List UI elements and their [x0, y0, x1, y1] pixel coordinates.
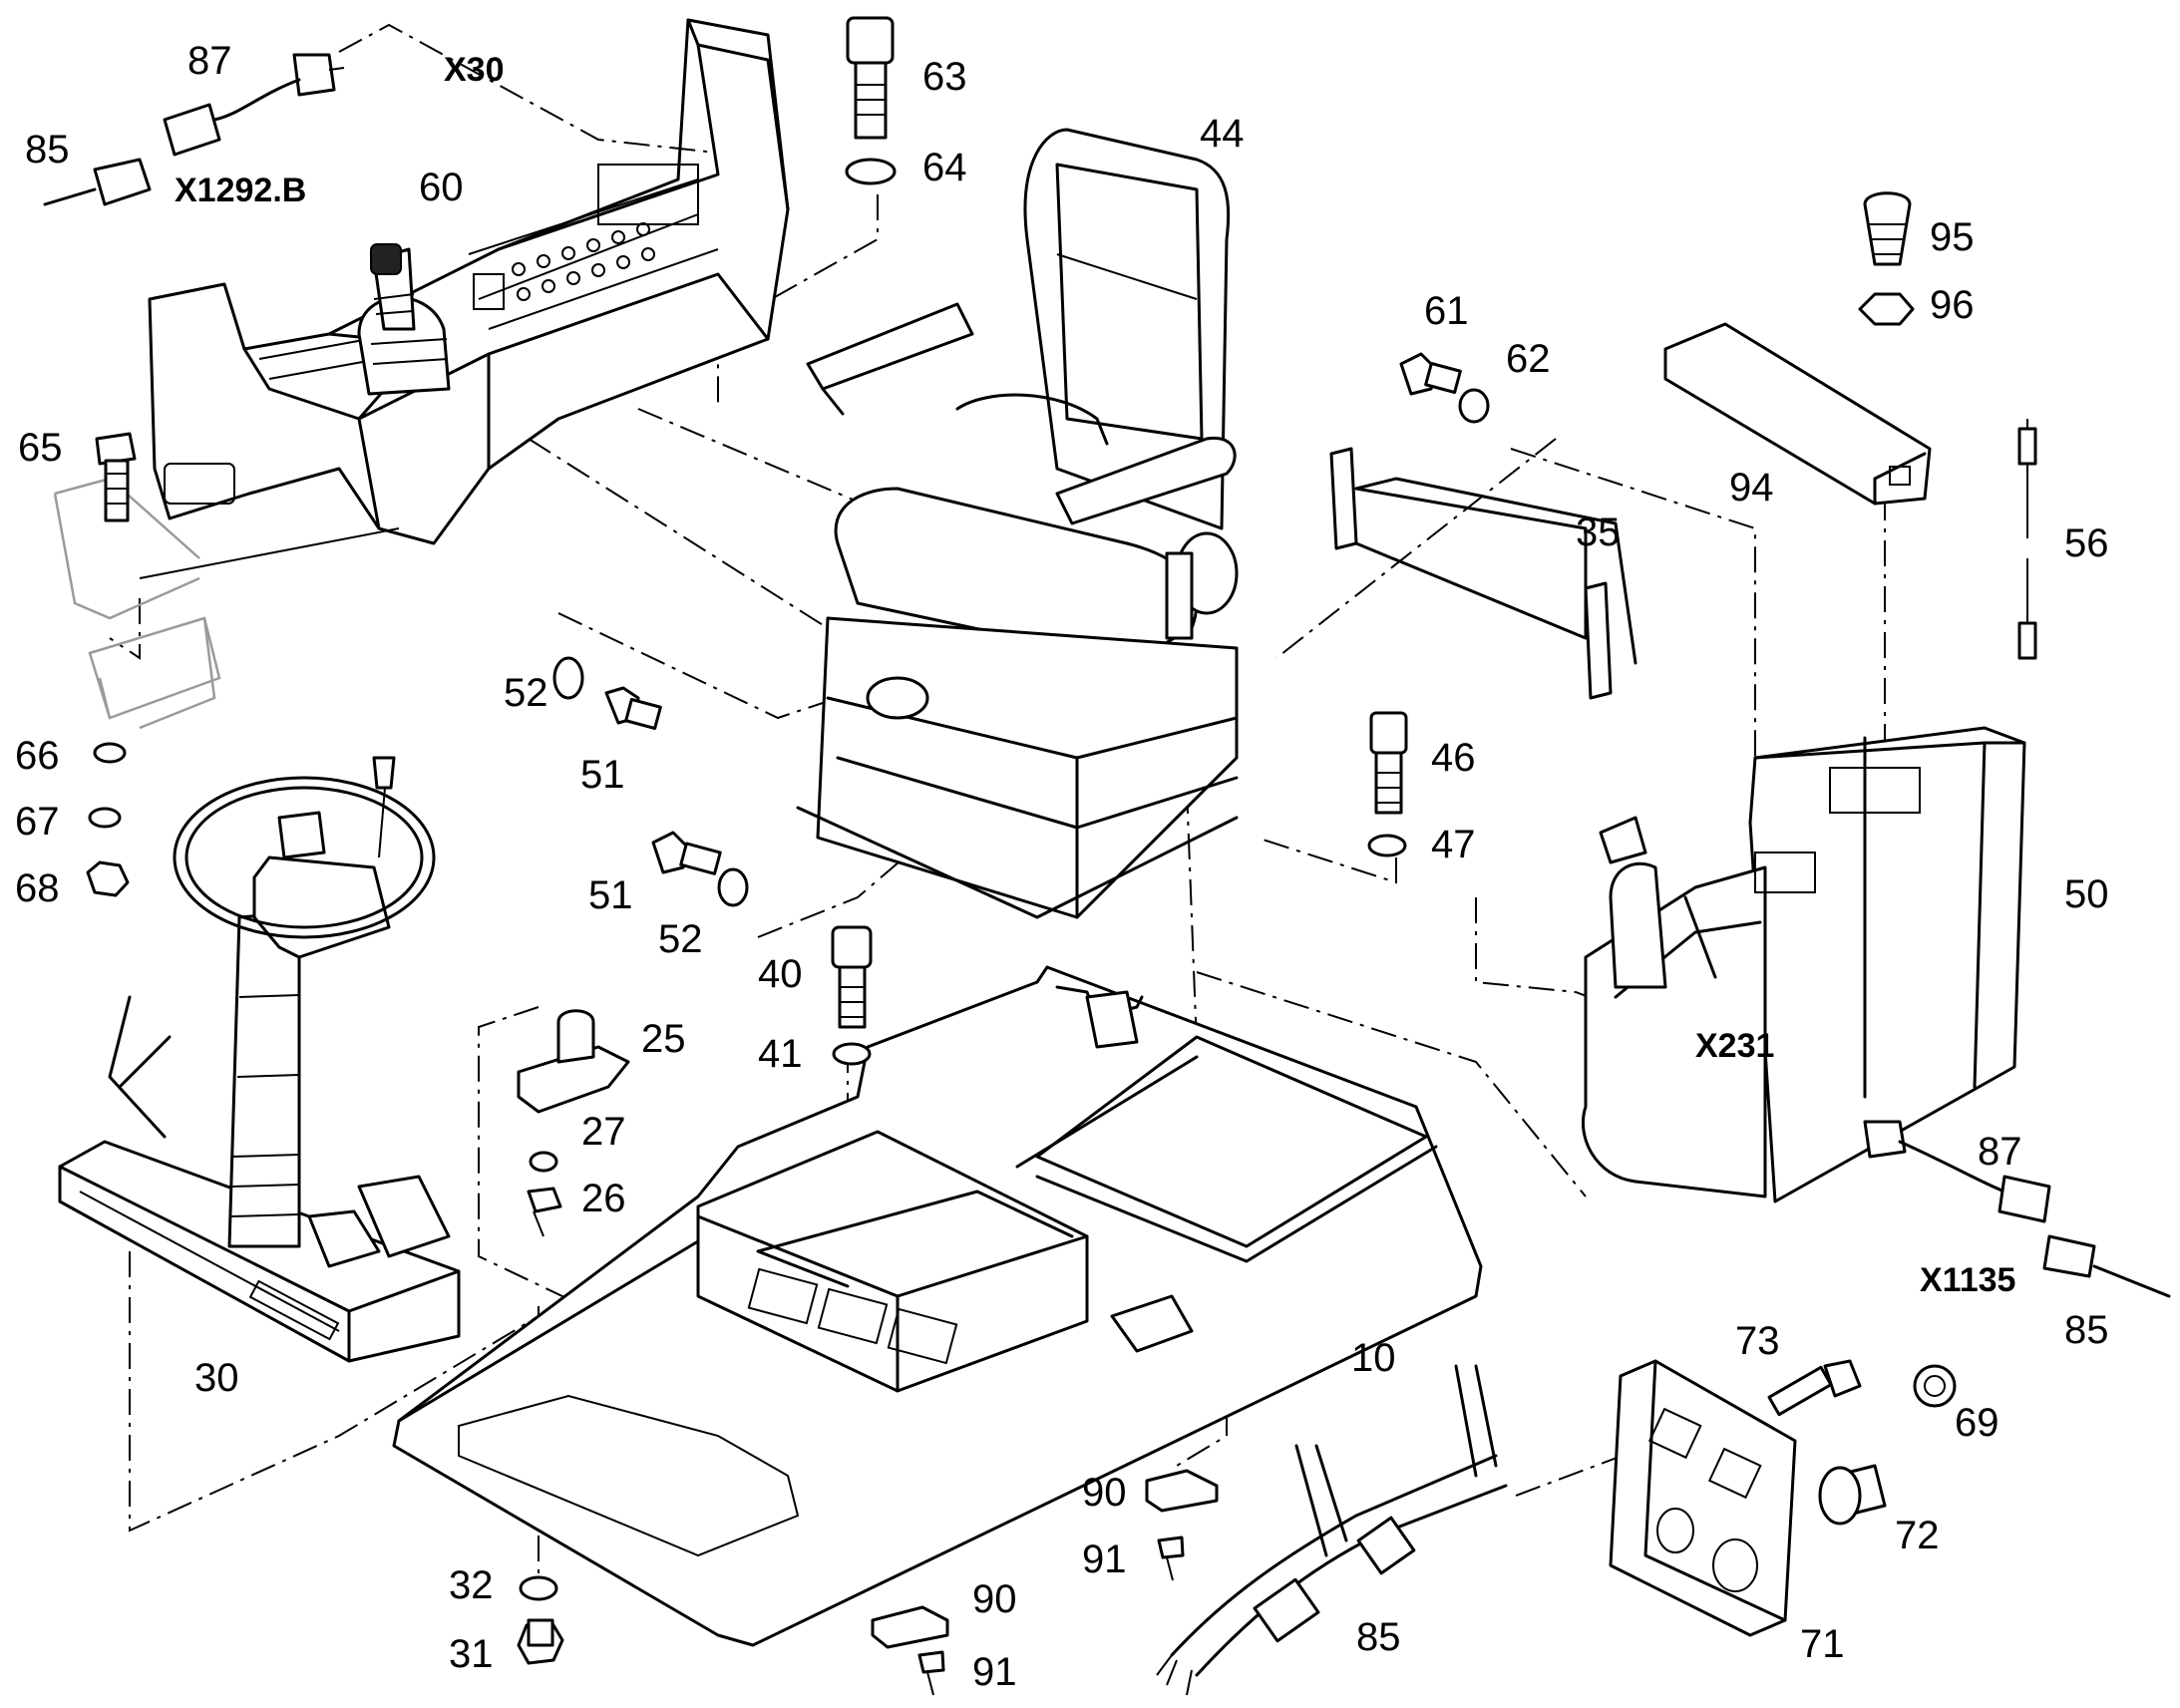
- cover-94-screw-95-washer-96: [1663, 191, 1932, 506]
- fitting-72: [1818, 1464, 1887, 1526]
- callout-85-top: 85: [25, 128, 70, 171]
- callout-46: 46: [1431, 736, 1476, 780]
- callout-44: 44: [1200, 112, 1245, 156]
- callout-67: 67: [15, 800, 60, 844]
- callout-61: 61: [1424, 289, 1469, 333]
- callout-91-upper: 91: [1082, 1537, 1127, 1581]
- clip-90-screw-91-upper: [1145, 1469, 1219, 1581]
- callout-60: 60: [419, 166, 464, 209]
- callout-labels: 87 85 60 63 64 44 95 96 61 62 94 56 35 6…: [15, 39, 2109, 1694]
- callout-64: 64: [922, 146, 967, 189]
- connector-label-x1292b: X1292.B: [175, 171, 306, 209]
- callout-47: 47: [1431, 823, 1476, 866]
- callout-66: 66: [15, 734, 60, 778]
- washers-nuts-66-68: [86, 742, 130, 897]
- operator-seat: [796, 128, 1239, 919]
- steering-column-assembly: [58, 756, 461, 1363]
- callout-71: 71: [1800, 1622, 1845, 1666]
- callout-95: 95: [1930, 215, 1975, 259]
- washer-32-bolt-31: [517, 1575, 564, 1665]
- callout-51-lower: 51: [588, 873, 633, 917]
- callout-63: 63: [922, 55, 967, 99]
- connector-label-x30: X30: [444, 51, 505, 89]
- callout-69: 69: [1955, 1401, 1999, 1445]
- callout-96: 96: [1930, 283, 1975, 327]
- callout-62: 62: [1506, 337, 1551, 381]
- bolt-65: [95, 432, 137, 522]
- spacer-25-washer-27-bolt-26: [517, 1009, 630, 1237]
- connector-plate-71: [1609, 1359, 1797, 1637]
- callout-50: 50: [2064, 872, 2109, 916]
- callout-26: 26: [581, 1177, 626, 1220]
- callout-41: 41: [758, 1032, 803, 1076]
- callout-35: 35: [1576, 511, 1621, 554]
- bolt-73: [1767, 1359, 1862, 1417]
- callout-72: 72: [1895, 1514, 1940, 1557]
- callout-40: 40: [758, 952, 803, 996]
- floor-plate: [392, 965, 1483, 1647]
- callout-25: 25: [641, 1017, 686, 1061]
- callout-87-top: 87: [187, 39, 232, 83]
- callout-32: 32: [449, 1563, 494, 1607]
- callout-90-lower: 90: [972, 1577, 1017, 1621]
- callout-73: 73: [1735, 1319, 1780, 1363]
- bolt-61-washer-62: [1399, 352, 1490, 424]
- bolt-51-washer-52-lower: [651, 831, 749, 907]
- callout-68: 68: [15, 866, 60, 910]
- callout-85-right: 85: [2064, 1308, 2109, 1352]
- callout-87-right: 87: [1978, 1130, 2022, 1174]
- harness-connector-x1135: [1863, 1120, 2171, 1298]
- seat-bracket-35: [1329, 447, 1637, 700]
- bolt-46-washer-47: [1367, 711, 1408, 857]
- callout-10: 10: [1351, 1336, 1396, 1380]
- bolt-51-washer-52-upper: [552, 656, 662, 731]
- callout-56: 56: [2064, 521, 2109, 565]
- callout-91-lower: 91: [972, 1650, 1017, 1694]
- connector-label-x231: X231: [1695, 1027, 1774, 1065]
- left-control-console: [148, 18, 790, 545]
- harness-connector-x1292b: [43, 53, 345, 206]
- callout-85-bottom: 85: [1356, 1615, 1401, 1659]
- bolt-63-washer-64: [845, 16, 897, 185]
- callout-65: 65: [18, 426, 63, 470]
- callout-30: 30: [194, 1356, 239, 1400]
- callout-51-upper: 51: [580, 753, 625, 797]
- callout-52-upper: 52: [504, 671, 548, 715]
- callout-52-lower: 52: [658, 917, 703, 961]
- bolt-40-washer-41: [831, 925, 873, 1066]
- rod-56: [2017, 419, 2037, 660]
- right-control-console: [1581, 726, 2026, 1203]
- callout-31: 31: [449, 1632, 494, 1676]
- callout-90-upper: 90: [1082, 1471, 1127, 1515]
- wiring-harness-85: [1156, 1364, 1508, 1696]
- callout-94: 94: [1729, 466, 1774, 510]
- grommet-69: [1913, 1364, 1957, 1408]
- connector-label-x1135: X1135: [1920, 1261, 2015, 1299]
- clip-90-screw-91-lower: [871, 1605, 949, 1696]
- connector-labels: X30 X1292.B X231 X1135: [175, 51, 2015, 1299]
- callout-27: 27: [581, 1110, 626, 1154]
